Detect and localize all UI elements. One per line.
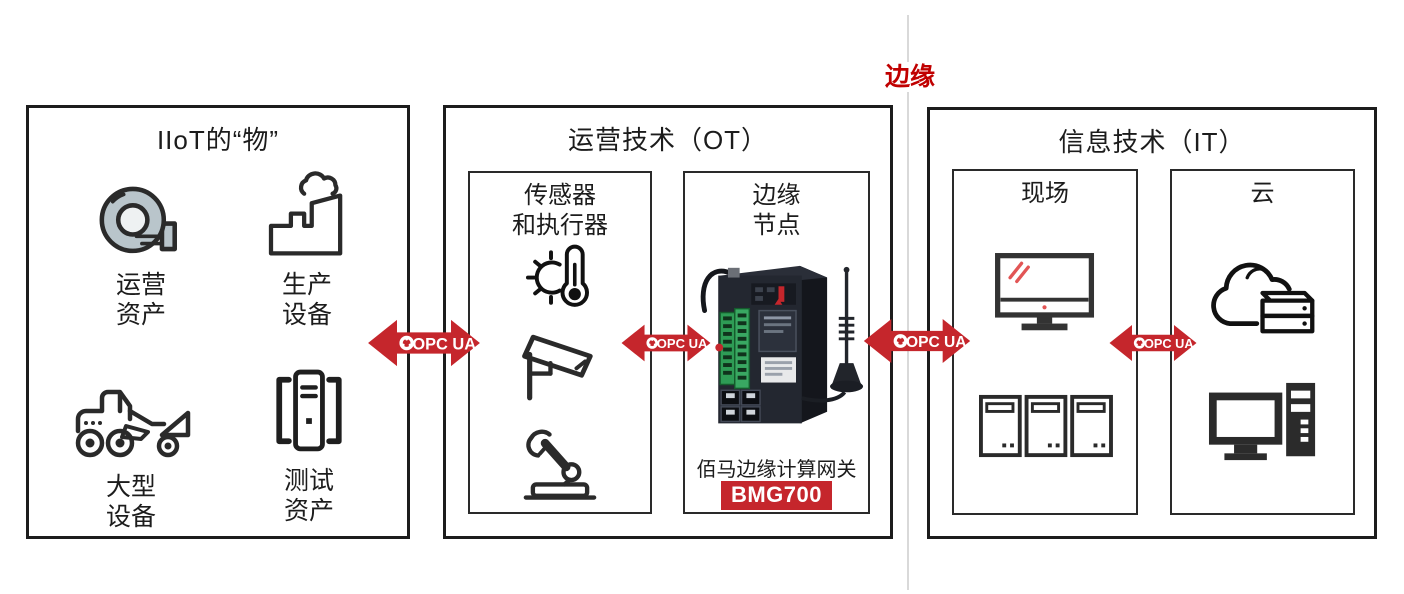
opcua-arrow-label: OPC UA xyxy=(1144,336,1194,351)
opcua-arrow-label: OPC UA xyxy=(657,336,708,351)
panel-operational-technology: 运营技术（OT） 传感器 和执行器 xyxy=(443,105,893,539)
opcua-arrow-ot-it: OPC UA xyxy=(862,310,972,372)
edge-gateway-model-badge: BMG700 xyxy=(720,481,833,510)
box-cloud-title: 云 xyxy=(1250,180,1275,207)
panel-it-title: 信息技术（IT） xyxy=(1058,127,1246,157)
opcua-arrow-label: OPC UA xyxy=(412,335,476,353)
box-edgenode-title: 边缘 节点 xyxy=(752,182,801,239)
edge-gateway-photo xyxy=(689,253,868,445)
opcua-arrow-onsite-cloud: OPC UA xyxy=(1108,318,1198,368)
monitor-icon xyxy=(954,247,1136,337)
item-label: 生产 设备 xyxy=(281,271,332,329)
box-sensors-actuators: 传感器 和执行器 xyxy=(468,171,652,514)
panel-information-technology: 信息技术（IT） 现场 xyxy=(927,107,1377,539)
cloud-server-icon xyxy=(1172,249,1353,337)
factory-icon xyxy=(268,171,343,256)
panel-ot-title: 运营技术（OT） xyxy=(567,125,769,155)
iiot-item-production-equipment: 生产 设备 xyxy=(227,170,387,330)
opcua-arrow-label: OPC UA xyxy=(906,334,967,351)
iiot-item-test-assets: 测试 资产 xyxy=(229,364,389,526)
item-label: 大型 设备 xyxy=(105,473,156,531)
box-sensors-title: 传感器 和执行器 xyxy=(512,182,608,239)
opcua-arrow-sensors-edge: OPC UA xyxy=(620,318,712,368)
edge-divider-line xyxy=(907,15,909,590)
box-onsite: 现场 xyxy=(952,169,1138,515)
panel-iiot-things: IIoT的“物” 运营 资产 生产 设 xyxy=(26,105,410,539)
item-label: 运营 资产 xyxy=(115,271,166,329)
thermometer-sun-icon xyxy=(470,243,650,315)
blower-icon xyxy=(99,186,177,254)
test-server-icon xyxy=(276,369,342,452)
opcua-arrow-things-ot: OPC UA xyxy=(365,316,483,370)
edge-gateway-caption: 佰马边缘计算网关 xyxy=(696,459,857,481)
item-label: 测试 资产 xyxy=(283,467,334,525)
edge-label: 边缘 xyxy=(872,62,948,92)
iiot-item-large-equipment: 大型 设备 xyxy=(51,370,211,532)
box-cloud: 云 xyxy=(1170,169,1355,515)
panel-iiot-title: IIoT的“物” xyxy=(156,125,280,155)
iiot-item-operational-assets: 运营 资产 xyxy=(61,178,221,330)
box-onsite-title: 现场 xyxy=(1021,180,1069,207)
box-edge-node: 边缘 节点 xyxy=(683,171,870,514)
robot-arm-icon xyxy=(470,417,650,501)
cctv-camera-icon xyxy=(470,325,650,403)
server-towers-icon xyxy=(954,393,1136,459)
wheel-loader-icon xyxy=(75,389,190,458)
desktop-computer-icon xyxy=(1172,381,1353,463)
